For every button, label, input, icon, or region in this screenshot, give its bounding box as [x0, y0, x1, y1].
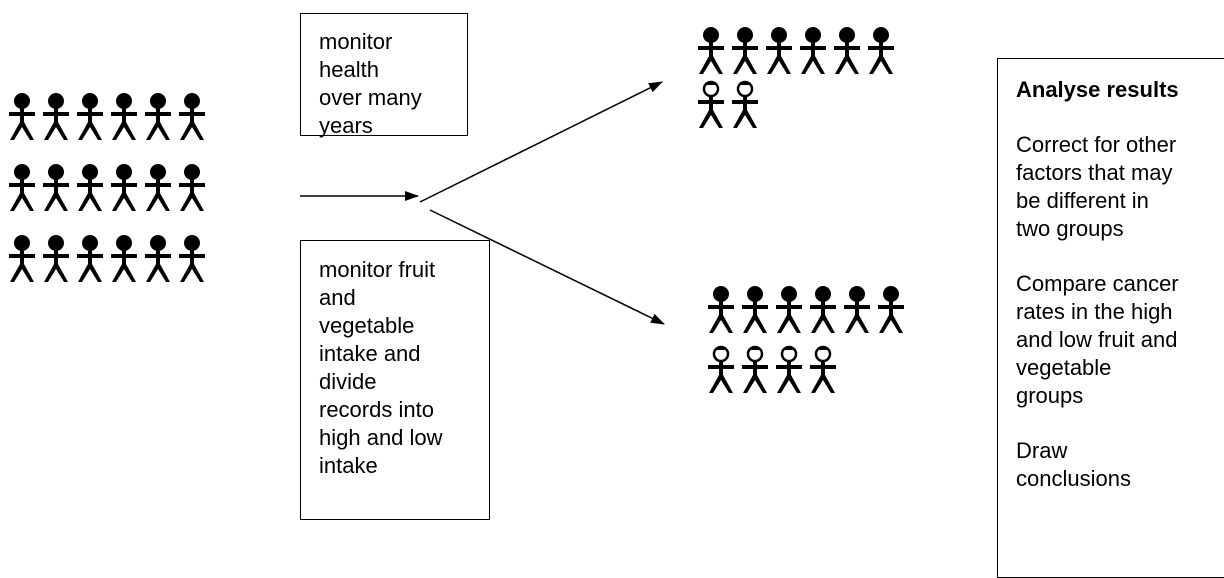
monitor-health-box: monitor health over many years	[300, 13, 468, 138]
results-paragraph-conclude: Draw conclusions	[1016, 437, 1224, 493]
para-line: factors that may	[1016, 160, 1173, 185]
box-line: health	[319, 57, 379, 82]
results-title: Analyse results	[1016, 77, 1179, 102]
box-line: years	[319, 113, 373, 138]
para-line: be different in	[1016, 188, 1149, 213]
para-line: two groups	[1016, 216, 1124, 241]
para-line: rates in the high	[1016, 299, 1173, 324]
para-line: vegetable	[1016, 355, 1112, 380]
results-paragraph-correct: Correct for other factors that may be di…	[1016, 131, 1224, 243]
arrow-to-low-group	[429, 209, 665, 325]
results-paragraph-compare: Compare cancer rates in the high and low…	[1016, 270, 1224, 410]
para-line: conclusions	[1016, 466, 1131, 491]
para-line: groups	[1016, 383, 1084, 408]
box-line: high and low	[319, 425, 443, 450]
box-line: and	[319, 285, 356, 310]
box-line: monitor fruit	[319, 257, 436, 282]
box-line: intake and	[319, 341, 421, 366]
arrow-to-high-group	[419, 81, 663, 203]
para-line: Correct for other	[1016, 132, 1177, 157]
box-line: divide	[319, 369, 377, 394]
box-line: intake	[319, 453, 378, 478]
box-line: over many	[319, 85, 422, 110]
flow-arrows	[300, 81, 665, 325]
para-line: and low fruit and	[1016, 327, 1178, 352]
box-line: monitor	[319, 29, 393, 54]
para-line: Compare cancer	[1016, 271, 1179, 296]
para-line: Draw	[1016, 438, 1068, 463]
analyse-results-box: Analyse results Correct for other factor…	[997, 58, 1224, 578]
monitor-intake-box: monitor fruit and vegetable intake and d…	[300, 240, 490, 520]
box-line: records into	[319, 397, 434, 422]
box-line: vegetable	[319, 313, 415, 338]
